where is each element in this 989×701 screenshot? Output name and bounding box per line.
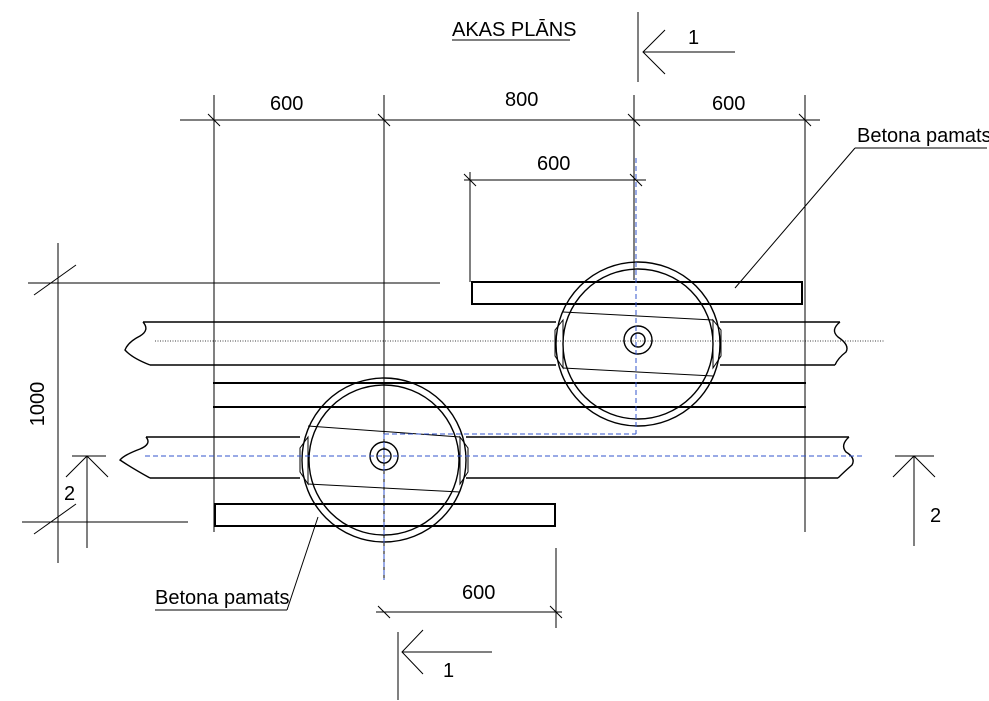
foundation-label-bottom: Betona pamats (155, 516, 319, 611)
foundation-slab-bottom (214, 503, 556, 527)
section-2-left-label: 2 (64, 483, 75, 505)
bottom-dimension: 600 (376, 548, 563, 628)
section-1-bottom-marker: 1 (397, 629, 492, 700)
dim-upper-inner: 600 (537, 153, 570, 175)
section-1-top-marker: 1 (637, 12, 735, 82)
dim-top-middle: 800 (505, 89, 538, 111)
dim-vertical: 1000 (27, 382, 49, 427)
dim-top-right: 600 (712, 93, 745, 115)
vertical-dimension: 1000 (22, 243, 440, 563)
foundation-label-bottom-text: Betona pamats (155, 587, 290, 609)
section-2-right-label: 2 (930, 505, 941, 527)
foundation-label-top-text: Betona pamats (857, 125, 989, 147)
section-2-right-marker: 2 (892, 455, 941, 546)
top-dimension-chain: 600 800 600 (180, 89, 820, 578)
dim-top-left: 600 (270, 93, 303, 115)
well-2-center-inner (630, 332, 646, 348)
upper-pipe (124, 321, 885, 366)
axis-lines (145, 158, 864, 580)
foundation-slab-top (471, 281, 803, 305)
section-1-bottom-label: 1 (443, 660, 454, 682)
section-2-left-marker: 2 (64, 455, 109, 548)
well-2 (554, 261, 722, 427)
section-1-top-label: 1 (688, 27, 699, 49)
upper-inner-dimension: 600 (463, 153, 646, 282)
foundation-label-top: Betona pamats (734, 125, 989, 289)
lower-pipe (118, 436, 854, 479)
well-2-center-outer (623, 325, 653, 355)
dim-bottom: 600 (462, 582, 495, 604)
drawing-title: AKAS PLĀNS (452, 18, 577, 41)
